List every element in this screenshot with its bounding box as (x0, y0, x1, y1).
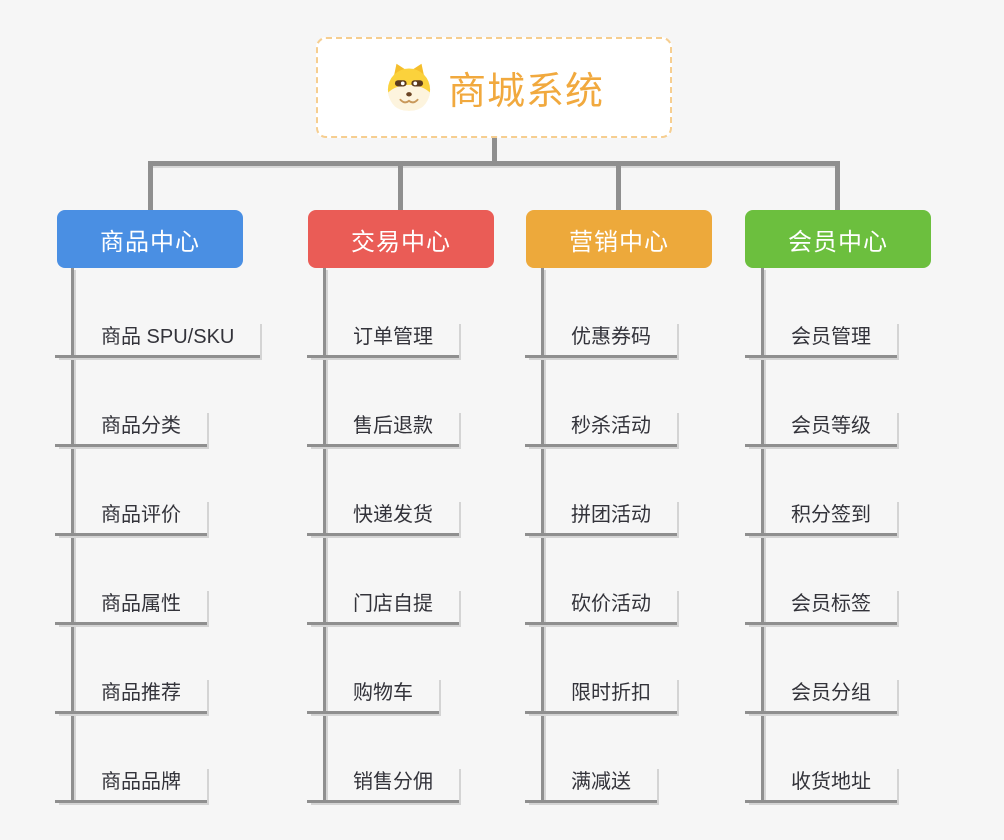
leaf-node[interactable]: 门店自提 (307, 587, 459, 625)
leaf-node[interactable]: 会员等级 (745, 409, 897, 447)
branch-children-marketing-center: 优惠券码 秒杀活动 拼团活动 砍价活动 限时折扣 满减送 (525, 268, 775, 813)
leaf-node[interactable]: 秒杀活动 (525, 409, 677, 447)
connector-drop (835, 161, 840, 210)
leaf-node[interactable]: 商品属性 (55, 587, 207, 625)
leaf-node[interactable]: 收货地址 (745, 765, 897, 803)
leaf-node[interactable]: 销售分佣 (307, 765, 459, 803)
branch-children-member-center: 会员管理 会员等级 积分签到 会员标签 会员分组 收货地址 (745, 268, 995, 813)
leaf-node[interactable]: 砍价活动 (525, 587, 677, 625)
leaf-node[interactable]: 购物车 (307, 676, 439, 714)
leaf-node[interactable]: 售后退款 (307, 409, 459, 447)
leaf-node[interactable]: 优惠券码 (525, 320, 677, 358)
connector-horizontal-rail (148, 161, 840, 166)
branch-node-trade-center[interactable]: 交易中心 (308, 210, 494, 268)
leaf-node[interactable]: 商品分类 (55, 409, 207, 447)
root-title: 商城系统 (447, 71, 604, 113)
connector-drop (398, 161, 403, 210)
leaf-node[interactable]: 会员管理 (745, 320, 897, 358)
connector-root-vertical (492, 138, 497, 164)
leaf-node[interactable]: 商品评价 (55, 498, 207, 536)
leaf-node[interactable]: 订单管理 (307, 320, 459, 358)
leaf-node[interactable]: 快递发货 (307, 498, 459, 536)
leaf-node[interactable]: 商品品牌 (55, 765, 207, 803)
connector-drop (148, 161, 153, 210)
leaf-node[interactable]: 会员分组 (745, 676, 897, 714)
branch-node-member-center[interactable]: 会员中心 (745, 210, 931, 268)
leaf-node[interactable]: 商品推荐 (55, 676, 207, 714)
root-node-mall-system[interactable]: 商城系统 (316, 37, 672, 138)
leaf-node[interactable]: 会员标签 (745, 587, 897, 625)
branch-children-trade-center: 订单管理 售后退款 快递发货 门店自提 购物车 销售分佣 (307, 268, 557, 813)
leaf-node[interactable]: 满减送 (525, 765, 657, 803)
branch-node-marketing-center[interactable]: 营销中心 (526, 210, 712, 268)
leaf-node[interactable]: 商品 SPU/SKU (55, 320, 261, 358)
connector-drop (616, 161, 621, 210)
branch-node-product-center[interactable]: 商品中心 (57, 210, 243, 268)
leaf-node[interactable]: 积分签到 (745, 498, 897, 536)
branch-children-product-center: 商品 SPU/SKU 商品分类 商品评价 商品属性 商品推荐 商品品牌 (55, 268, 305, 813)
leaf-node[interactable]: 拼团活动 (525, 498, 677, 536)
leaf-node[interactable]: 限时折扣 (525, 676, 677, 714)
shiba-dog-icon (387, 63, 431, 111)
